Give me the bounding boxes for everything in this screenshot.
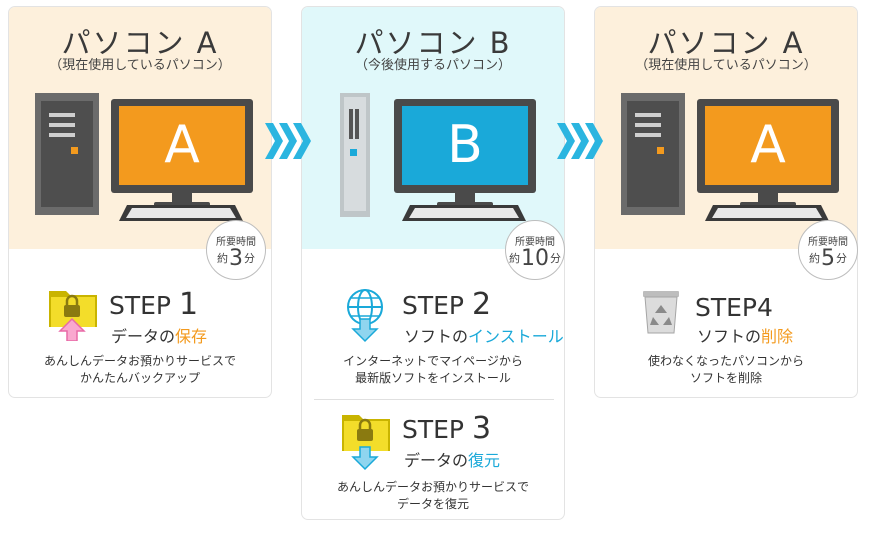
time-number: 10 xyxy=(521,246,549,271)
step-name: STEP4 xyxy=(695,289,773,324)
time-badge-value: 約5分 xyxy=(799,246,857,271)
screen-letter: A xyxy=(164,115,200,175)
step-desc-line2: ソフトを削除 xyxy=(689,371,762,385)
pc-title: パソコン A xyxy=(61,26,219,60)
step-desc-line1: 使わなくなったパソコンから xyxy=(647,354,804,368)
step-action-accent: インストール xyxy=(468,327,564,346)
time-prefix: 約 xyxy=(809,252,820,265)
step-description: インターネットでマイページから 最新版ソフトをインストール xyxy=(302,353,564,387)
pc-title: パソコン B xyxy=(354,26,512,60)
screen-letter: B xyxy=(447,115,483,175)
chevron-right-icon xyxy=(265,123,311,159)
chevron-right-icon xyxy=(557,123,603,159)
time-badge-label: 所要時間 xyxy=(808,237,848,248)
desktop-computer-icon: B xyxy=(340,93,536,221)
folder-lock-download-icon xyxy=(342,415,390,471)
step-name: STEP 2 xyxy=(402,287,491,322)
step-number: 1 xyxy=(178,287,199,322)
step-action-text: データの xyxy=(111,327,176,346)
globe-download-icon xyxy=(347,289,383,343)
step-action-text: ソフトの xyxy=(697,327,762,346)
card-pc-a-before: パソコン A （現在使用しているパソコン） A xyxy=(8,6,272,398)
step-action: データの保存 xyxy=(111,323,207,347)
step-label: STEP xyxy=(109,291,179,320)
time-badge-value: 約10分 xyxy=(506,246,564,271)
card-header-area: パソコン B （今後使用するパソコン） B xyxy=(302,7,564,249)
time-badge: 所要時間 約3分 xyxy=(206,220,266,280)
step-divider xyxy=(314,399,554,400)
step-description: 使わなくなったパソコンから ソフトを削除 xyxy=(595,353,857,387)
time-unit: 分 xyxy=(244,252,255,265)
step-desc-line2: 最新版ソフトをインストール xyxy=(355,371,511,385)
step-number: 3 xyxy=(471,411,492,446)
time-badge: 所要時間 約5分 xyxy=(798,220,858,280)
desktop-computer-icon: A xyxy=(35,93,253,221)
desktop-computer-icon: A xyxy=(621,93,839,221)
step-action: データの復元 xyxy=(404,447,500,471)
step-label: STEP xyxy=(402,291,472,320)
step-action-text: ソフトの xyxy=(404,327,469,346)
pc-subtitle: （現在使用しているパソコン） xyxy=(635,58,817,73)
card-header-area: パソコン A （現在使用しているパソコン） A xyxy=(595,7,857,249)
step-name: STEP 3 xyxy=(402,411,491,446)
time-prefix: 約 xyxy=(509,252,520,265)
step-desc-line2: データを復元 xyxy=(396,497,469,511)
step-action: ソフトのインストール xyxy=(404,323,564,347)
card-pc-a-after: パソコン A （現在使用しているパソコン） A STEP4 xyxy=(594,6,858,398)
step-desc-line1: あんしんデータお預かりサービスで xyxy=(43,354,236,368)
card-header-area: パソコン A （現在使用しているパソコン） A xyxy=(9,7,271,249)
step-action: ソフトの削除 xyxy=(697,323,793,347)
time-unit: 分 xyxy=(836,252,847,265)
step-label: STEP4 xyxy=(695,293,773,322)
time-prefix: 約 xyxy=(217,252,228,265)
step-action-accent: 復元 xyxy=(468,451,501,470)
step-action-accent: 保存 xyxy=(175,327,208,346)
pc-subtitle: （今後使用するパソコン） xyxy=(354,58,511,73)
step-number: 2 xyxy=(471,287,492,322)
time-number: 5 xyxy=(821,246,835,271)
step-label: STEP xyxy=(402,415,472,444)
step-desc-line2: かんたんバックアップ xyxy=(79,371,200,385)
time-badge: 所要時間 約10分 xyxy=(505,220,565,280)
recycle-bin-icon xyxy=(643,291,679,334)
time-badge-label: 所要時間 xyxy=(515,237,555,248)
pc-title: パソコン A xyxy=(647,26,805,60)
screen-letter: A xyxy=(750,115,786,175)
step-description: あんしんデータお預かりサービスで データを復元 xyxy=(302,479,564,513)
step-action-text: データの xyxy=(404,451,469,470)
step-action-accent: 削除 xyxy=(761,327,794,346)
time-badge-label: 所要時間 xyxy=(216,237,256,248)
time-number: 3 xyxy=(229,246,243,271)
time-badge-value: 約3分 xyxy=(207,246,265,271)
folder-lock-upload-icon xyxy=(49,291,97,341)
time-unit: 分 xyxy=(550,252,561,265)
step-desc-line1: あんしんデータお預かりサービスで xyxy=(336,480,529,494)
pc-subtitle: （現在使用しているパソコン） xyxy=(49,58,231,73)
step-description: あんしんデータお預かりサービスで かんたんバックアップ xyxy=(9,353,271,387)
step-desc-line1: インターネットでマイページから xyxy=(343,354,523,368)
step-name: STEP 1 xyxy=(109,287,198,322)
